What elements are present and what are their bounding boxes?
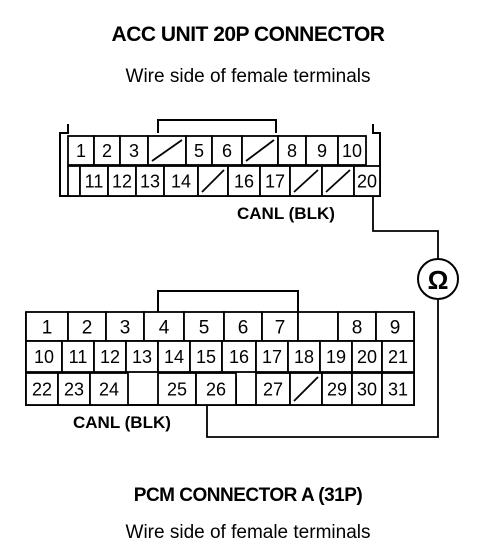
pcm-row3-terminal-number: 25	[167, 379, 187, 399]
pcm-row2-terminal-number: 20	[357, 347, 377, 367]
pcm-row1-terminal-number: 3	[120, 317, 131, 338]
pcm-row1-cell	[297, 311, 339, 342]
pcm-row3-terminal-number: 30	[357, 379, 377, 399]
pcm-row1-cell	[105, 311, 145, 342]
acc-row1-terminal-number: 3	[129, 141, 139, 161]
pcm-row2-terminal-number: 21	[388, 347, 408, 367]
pcm-row2-terminal-number: 14	[164, 347, 184, 367]
pcm-row3-terminal-number: 22	[32, 379, 52, 399]
acc-row2-terminal-number: 13	[140, 171, 160, 191]
pcm-row1-terminal-number: 8	[352, 317, 363, 338]
svg-text:Ω: Ω	[428, 265, 449, 295]
acc-row2-cell	[67, 165, 81, 197]
pcm-row1-terminal-number: 5	[199, 317, 210, 338]
acc-row2-terminal-number: 16	[234, 171, 254, 191]
acc-canl-wire-label: CANL (BLK)	[237, 204, 335, 223]
pcm-row2-terminal-number: 10	[34, 347, 54, 367]
pcm-row2-terminal-number: 16	[229, 347, 249, 367]
pcm-row3-cell	[157, 372, 197, 406]
pcm-row2-terminal-number: 18	[294, 347, 314, 367]
acc-row1-terminal-number: 2	[102, 141, 112, 161]
pcm-row2-cell	[351, 340, 383, 373]
pcm-row2-cell	[221, 340, 257, 373]
pcm-row1-terminal-number: 2	[82, 317, 93, 338]
pcm-row1-terminal-number: 6	[238, 317, 249, 338]
pcm-row3-cell	[381, 372, 415, 406]
pcm-row1-cell	[261, 311, 299, 342]
pcm-row2-cell	[381, 340, 415, 373]
acc-row1-terminal-number: 9	[317, 141, 327, 161]
pcm-row3-terminal-number: 24	[99, 379, 119, 399]
pcm-row3-terminal-number: 29	[327, 379, 347, 399]
acc-row1-cell	[93, 135, 121, 166]
pcm-row2-terminal-number: 15	[196, 347, 216, 367]
acc-row2-cell	[79, 165, 109, 197]
acc-row1-terminal-number: 1	[76, 141, 86, 161]
acc-row1-cell	[185, 135, 213, 166]
pcm-connector-subtitle: Wire side of female terminals	[125, 522, 371, 543]
pcm-row1-terminal-number: 7	[275, 317, 286, 338]
acc-row1-cell	[211, 135, 243, 166]
pcm-row2-terminal-number: 13	[132, 347, 152, 367]
acc-row2-terminal-number: 12	[112, 171, 132, 191]
acc-row2-cell	[259, 165, 291, 197]
acc-row1-cell	[305, 135, 339, 166]
pcm-row3-terminal-number: 27	[263, 379, 283, 399]
pcm-connector-title: PCM CONNECTOR A (31P)	[133, 485, 363, 506]
pcm-row3-cell	[255, 372, 291, 406]
pcm-row3-cell	[321, 372, 353, 406]
pcm-row3-cell	[195, 372, 237, 406]
acc-row2-cell	[107, 165, 137, 197]
wire-ohmmeter-to-pcm	[206, 300, 439, 438]
acc-row1-unused-slash	[245, 139, 275, 162]
acc-row2-terminal-number: 14	[171, 171, 191, 191]
acc-row2-terminal-number: 11	[85, 171, 104, 191]
acc-row1-terminal-number: 6	[222, 141, 232, 161]
acc-row2-terminal-number: 17	[265, 171, 285, 191]
ohmmeter-icon: Ω	[417, 258, 459, 300]
pcm-row1-cell	[375, 311, 415, 342]
pcm-canl-wire-label: CANL (BLK)	[73, 413, 171, 432]
pcm-row3-cell	[57, 372, 91, 406]
acc-row2-unused-slash	[201, 169, 225, 193]
pcm-row3-unused-slash	[293, 376, 319, 402]
pcm-row3-cell	[89, 372, 129, 406]
acc-row2-cell	[353, 165, 381, 197]
pcm-row1-cell	[143, 311, 185, 342]
acc-row1-terminal-number: 10	[342, 141, 362, 161]
pcm-row1-terminal-number: 9	[390, 317, 401, 338]
pcm-row3-cell	[351, 372, 383, 406]
acc-row1-unused-slash	[151, 139, 183, 162]
acc-row2-unused-slash	[293, 169, 319, 193]
acc-row2-cell	[135, 165, 165, 197]
acc-row1-cell	[337, 135, 367, 166]
pcm-row1-terminal-number: 1	[42, 317, 53, 338]
acc-row2-unused-slash	[325, 169, 351, 193]
acc-row1-terminal-number: 5	[194, 141, 204, 161]
pcm-row3-terminal-number: 31	[388, 379, 408, 399]
pcm-row3-terminal-number: 23	[64, 379, 84, 399]
pcm-row2-terminal-number: 12	[100, 347, 120, 367]
pcm-row1-terminal-number: 4	[159, 317, 170, 338]
acc-row2-terminal-number: 20	[357, 171, 377, 191]
acc-connector-subtitle: Wire side of female terminals	[125, 66, 371, 87]
pcm-row2-terminal-number: 17	[262, 347, 282, 367]
acc-row1-terminal-number: 8	[287, 141, 297, 161]
pcm-row2-cell	[319, 340, 353, 373]
pcm-row2-cell	[93, 340, 127, 373]
acc-row2-cell	[163, 165, 199, 197]
pcm-row2-cell	[287, 340, 321, 373]
pcm-row3-terminal-number: 26	[206, 379, 226, 399]
pcm-row2-terminal-number: 11	[69, 347, 88, 367]
acc-connector-title: ACC UNIT 20P CONNECTOR	[111, 23, 385, 46]
wire-acc-to-ohmmeter	[372, 196, 439, 258]
pcm-row2-terminal-number: 19	[326, 347, 346, 367]
